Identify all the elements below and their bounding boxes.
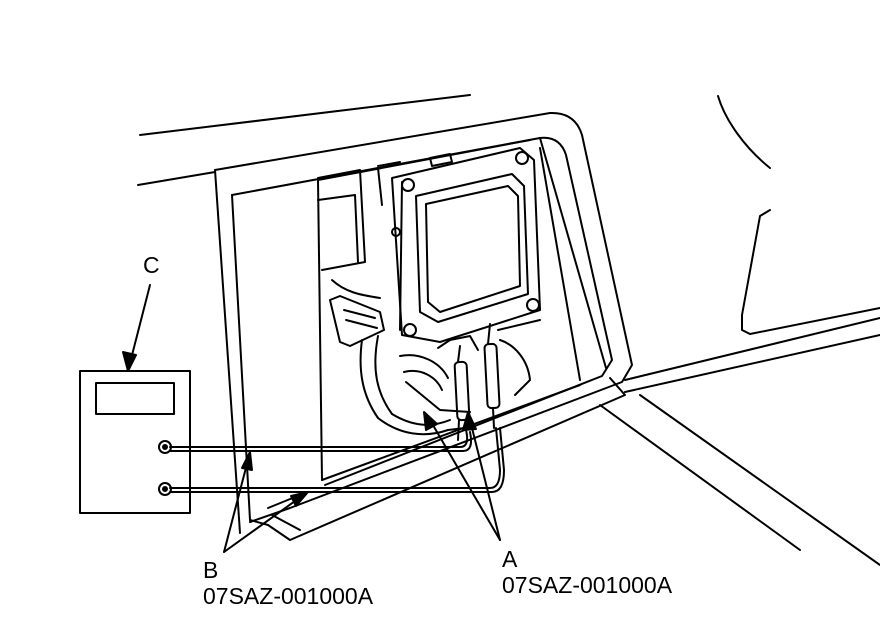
digital-multimeter-c	[79, 370, 191, 514]
wiring-harness	[329, 279, 541, 436]
callout-b-part-number: 07SAZ-001000A	[203, 583, 374, 609]
callout-a: A 07SAZ-001000A	[502, 546, 672, 598]
leader-a-1-head	[423, 411, 438, 431]
test-leads-b	[169, 427, 505, 493]
callout-c-letter: C	[143, 252, 160, 278]
callout-b-letter: B	[203, 557, 219, 583]
module-bay	[317, 139, 581, 481]
leader-c	[129, 284, 151, 364]
callout-a-part-number: 07SAZ-001000A	[502, 572, 673, 598]
leader-a-2	[469, 419, 501, 541]
callout-a-letter: A	[502, 546, 518, 572]
body-panel-lines	[137, 94, 880, 566]
leader-a-1	[429, 419, 501, 541]
leader-b-1	[223, 459, 249, 553]
leader-a-2-head	[462, 411, 477, 431]
leader-c-head	[122, 351, 137, 372]
trim-panel-frame	[214, 111, 633, 541]
leader-arrows	[122, 284, 501, 553]
leader-b-2-head	[290, 491, 309, 507]
callout-c: C	[143, 252, 160, 278]
leader-b-2	[223, 495, 303, 553]
control-module	[391, 147, 541, 343]
leader-b-1-head	[241, 451, 253, 471]
callout-b: B 07SAZ-001000A	[203, 557, 373, 609]
back-probe-a	[453, 323, 501, 441]
